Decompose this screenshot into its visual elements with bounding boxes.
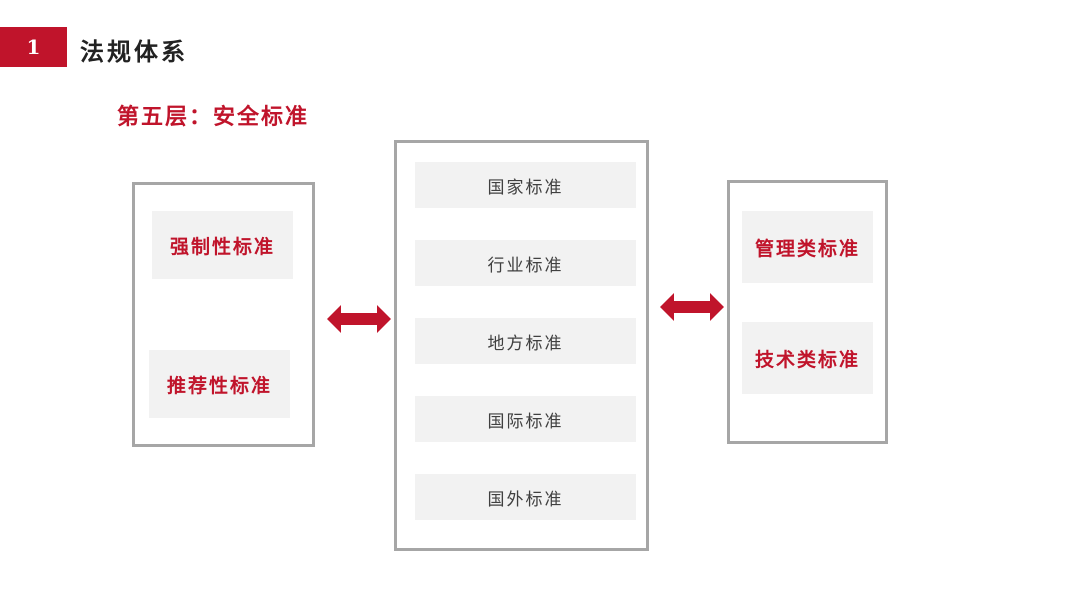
- center-item-local-standard: 地方标准: [415, 318, 636, 364]
- double-arrow-icon: [660, 293, 724, 321]
- left-item-recommended-standard: 推荐性标准: [149, 350, 290, 418]
- left-item-mandatory-standard: 强制性标准: [152, 211, 293, 279]
- double-arrow-icon: [327, 305, 391, 333]
- section-number-badge: 1: [0, 27, 67, 67]
- center-item-foreign-standard: 国外标准: [415, 474, 636, 520]
- center-item-national-standard: 国家标准: [415, 162, 636, 208]
- center-item-international-standard: 国际标准: [415, 396, 636, 442]
- layer-subtitle: 第五层：安全标准: [117, 104, 310, 130]
- right-item-technical-standard: 技术类标准: [742, 322, 873, 394]
- center-item-industry-standard: 行业标准: [415, 240, 636, 286]
- section-title: 法规体系: [80, 37, 188, 66]
- right-item-management-standard: 管理类标准: [742, 211, 873, 283]
